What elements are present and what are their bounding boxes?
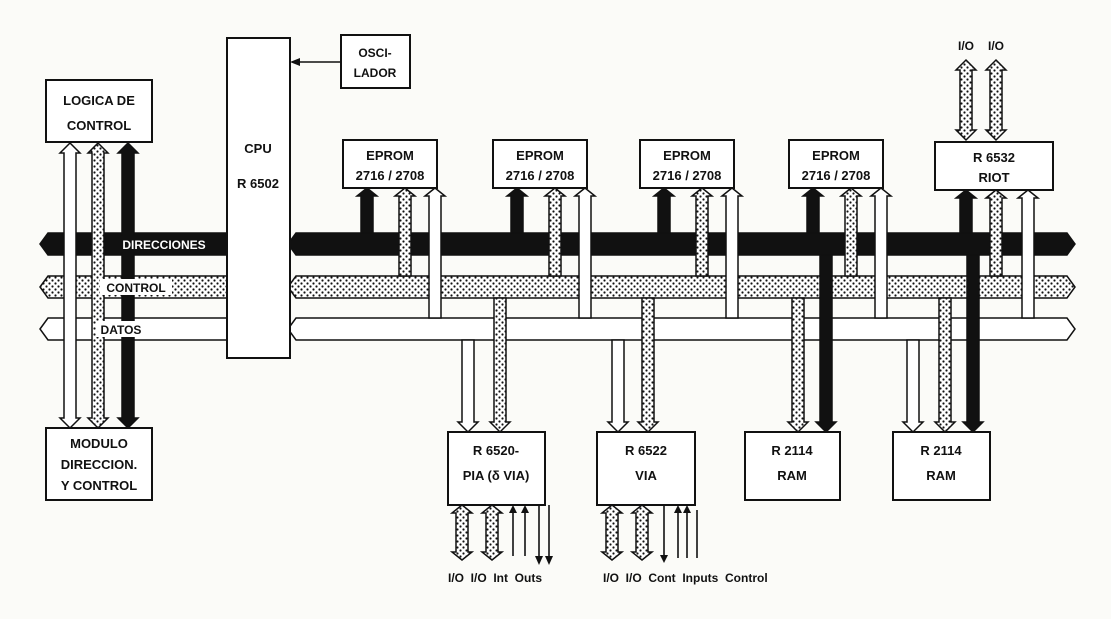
data-label-plate <box>96 321 146 337</box>
pia-io-labels: I/O I/O Int Outs <box>448 571 542 585</box>
cpu-block: CPU R 6502 <box>226 37 291 359</box>
eprom-part-label: 2716 / 2708 <box>356 168 425 183</box>
address-label-plate <box>108 236 220 252</box>
oscilador-label-1: OSCI- <box>358 46 391 60</box>
control-bus <box>39 275 1076 299</box>
logica-label-1: LOGICA DE <box>63 93 135 108</box>
eprom-label: EPROM <box>812 148 860 163</box>
modulo-label-3: Y CONTROL <box>61 478 137 493</box>
ram2-block: R 2114 RAM <box>892 254 991 501</box>
modulo-label-2: DIRECCION. <box>61 457 138 472</box>
eprom-label: EPROM <box>366 148 414 163</box>
eprom-block: EPROM 2716 / 2708 <box>492 139 598 319</box>
eprom-block: EPROM 2716 / 2708 <box>639 139 745 319</box>
oscilador-label-2: LADOR <box>354 66 397 80</box>
riot-label-1: R 6532 <box>973 150 1015 165</box>
pia-block: R 6520- PIA (δ VIA) I/O I/O Int Outs <box>447 297 553 585</box>
eprom-label: EPROM <box>516 148 564 163</box>
data-bus <box>39 317 1076 341</box>
bus-labels: DIRECCIONES CONTROL DATOS <box>96 236 220 337</box>
pia-label-1: R 6520- <box>473 443 519 458</box>
via-block: R 6522 VIA I/O I/O Cont Inputs Control <box>596 297 768 585</box>
eprom-label: EPROM <box>663 148 711 163</box>
eprom-group: EPROM 2716 / 2708 EPROM 2716 / 2708 EPROM 271… <box>342 139 894 319</box>
cpu-model-label: R 6502 <box>237 176 279 191</box>
riot-label-2: RIOT <box>978 170 1009 185</box>
cpu-label: CPU <box>244 141 271 156</box>
riot-block: I/O I/O R 6532 RIOT <box>934 39 1054 319</box>
eprom-block: EPROM 2716 / 2708 <box>788 139 894 319</box>
logica-de-control-block: LOGICA DE CONTROL <box>45 79 153 143</box>
eprom-block: EPROM 2716 / 2708 <box>342 139 448 319</box>
via-label-1: R 6522 <box>625 443 667 458</box>
eprom-part-label: 2716 / 2708 <box>506 168 575 183</box>
riot-io-label-2: I/O <box>988 39 1004 53</box>
ram1-block: R 2114 RAM <box>744 254 841 501</box>
modulo-direccion-block: MODULO DIRECCION. Y CONTROL <box>45 427 153 501</box>
oscilador-block: OSCI- LADOR <box>290 34 411 89</box>
ram2-label-2: RAM <box>926 468 956 483</box>
address-bus-label: DIRECCIONES <box>122 238 205 252</box>
via-label-2: VIA <box>635 468 657 483</box>
pia-label-2: PIA (δ VIA) <box>463 468 530 483</box>
ram1-label-1: R 2114 <box>771 443 813 458</box>
eprom-part-label: 2716 / 2708 <box>802 168 871 183</box>
control-label-plate <box>100 279 172 295</box>
logica-label-2: CONTROL <box>67 118 131 133</box>
ram1-label-2: RAM <box>777 468 807 483</box>
ram2-label-1: R 2114 <box>920 443 962 458</box>
riot-io-label-1: I/O <box>958 39 974 53</box>
control-bus-label: CONTROL <box>106 281 165 295</box>
eprom-part-label: 2716 / 2708 <box>653 168 722 183</box>
via-io-labels: I/O I/O Cont Inputs Control <box>603 571 768 585</box>
data-bus-label: DATOS <box>101 323 142 337</box>
modulo-label-1: MODULO <box>70 436 128 451</box>
